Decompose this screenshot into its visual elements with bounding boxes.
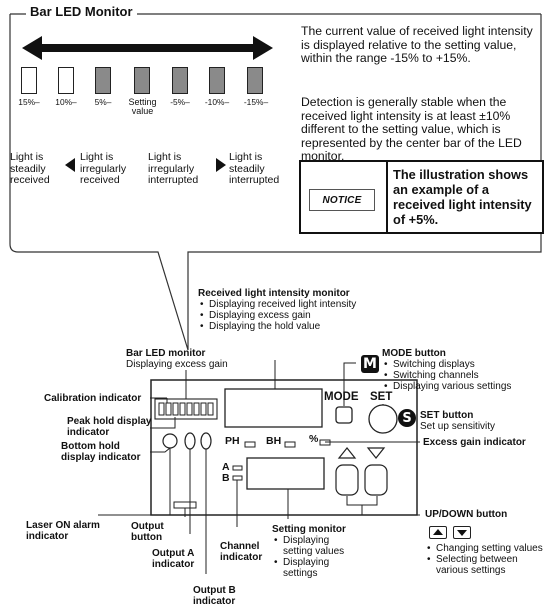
callout-item: Displaying setting values: [274, 535, 353, 557]
set-label: SET: [370, 391, 393, 403]
triangle-right-icon: [216, 158, 226, 172]
callout-item: Switching channels: [384, 370, 511, 381]
peak-hold-callout: Peak hold display indicator: [67, 416, 152, 438]
callout-title: Bar LED monitor: [126, 348, 206, 359]
device-drawing: [98, 360, 420, 574]
bar-label: 5%–: [94, 97, 112, 107]
state-label: Light is steadily received: [10, 151, 50, 186]
bar-label: 10%–: [55, 97, 77, 107]
mode-label: MODE: [324, 391, 359, 403]
led-bar: [209, 67, 225, 94]
notice-box: [299, 160, 544, 234]
up-arrow-icon: [429, 526, 447, 539]
bar-label: -5%–: [170, 97, 190, 107]
led-bar: [247, 67, 263, 94]
notice-label: NOTICE: [322, 194, 362, 206]
mode-badge-icon: M: [361, 355, 379, 373]
up-button[interactable]: [336, 465, 358, 495]
updown-callout: UP/DOWN button Changing setting values S…: [425, 509, 546, 576]
notice-label-box: NOTICE: [309, 189, 375, 211]
set-button[interactable]: [369, 405, 397, 433]
callout-item: Displaying the hold value: [200, 321, 356, 332]
callout-title: Received light intensity monitor: [198, 288, 350, 299]
bar-label: -15%–: [243, 97, 269, 107]
state-label: Light is irregularly received: [80, 151, 127, 186]
output-b-callout: Output B indicator: [193, 585, 236, 607]
led-bar: [95, 67, 111, 94]
notice-divider: [386, 160, 388, 234]
led-bar: [134, 67, 150, 94]
state-label: Light is steadily interrupted: [229, 151, 280, 186]
callout-title: UP/DOWN button: [425, 509, 508, 520]
bar-label: -10%–: [204, 97, 230, 107]
callout-title: SET button: [420, 410, 474, 421]
calibration-callout: Calibration indicator: [44, 393, 142, 404]
led-bar: [58, 67, 74, 94]
callout-item: Changing setting values: [427, 543, 546, 554]
bottom-hold-callout: Bottom hold display indicator: [61, 441, 141, 463]
description-text: Detection is generally stable when the r…: [301, 95, 522, 163]
range-arrow: [22, 36, 273, 60]
setting-monitor-callout: Setting monitor Displaying setting value…: [272, 524, 353, 579]
panel-title: Bar LED Monitor: [26, 4, 137, 19]
mode-badge-letter: M: [363, 356, 377, 372]
mode-button[interactable]: [336, 407, 352, 423]
led-bar: [21, 67, 37, 94]
mode-button-callout: MODE button Switching displays Switching…: [382, 348, 511, 392]
callout-item: Displaying various settings: [384, 381, 511, 392]
notice-text: The illustration shows an example of a r…: [393, 167, 532, 227]
callout-sub: Set up sensitivity: [420, 421, 496, 432]
output-a-callout: Output A indicator: [152, 548, 195, 570]
set-badge-letter: S: [402, 410, 412, 426]
received-monitor-callout: Received light intensity monitor Display…: [198, 288, 356, 332]
bh-label: BH: [266, 435, 282, 447]
channel-callout: Channel indicator: [220, 541, 263, 563]
callout-item: Displaying received light intensity: [200, 299, 356, 310]
callout-sub: Displaying excess gain: [126, 359, 228, 370]
callout-title: MODE button: [382, 348, 446, 359]
callout-item: Switching displays: [384, 359, 511, 370]
set-button-callout: SET button Set up sensitivity: [420, 410, 495, 432]
bar-led-callout: Bar LED monitor Displaying excess gain: [126, 348, 228, 370]
triangle-left-icon: [65, 158, 75, 172]
excess-gain-callout: Excess gain indicator: [423, 437, 526, 448]
updown-icons: [429, 526, 546, 539]
set-badge-icon: S: [398, 409, 416, 427]
output-button-callout: Output button: [131, 521, 164, 543]
down-arrow-icon: [453, 526, 471, 539]
callout-item: Displaying excess gain: [200, 310, 356, 321]
percent-label: %: [309, 433, 319, 445]
channel-b-label: B: [222, 472, 230, 484]
laser-on-callout: Laser ON alarm indicator: [26, 520, 100, 542]
down-button[interactable]: [365, 465, 387, 495]
output-button[interactable]: [174, 502, 196, 508]
callout-title: Setting monitor: [272, 524, 346, 535]
bar-label: Setting value: [128, 97, 157, 116]
channel-a-label: A: [222, 461, 230, 473]
callout-item: Displaying settings: [274, 557, 353, 579]
led-bar: [172, 67, 188, 94]
state-label: Light is irregularly interrupted: [148, 151, 199, 186]
ph-label: PH: [225, 435, 240, 447]
callout-item: Selecting between various settings: [427, 554, 546, 576]
bar-label: 15%–: [18, 97, 40, 107]
description-text: The current value of received light inte…: [301, 24, 533, 65]
